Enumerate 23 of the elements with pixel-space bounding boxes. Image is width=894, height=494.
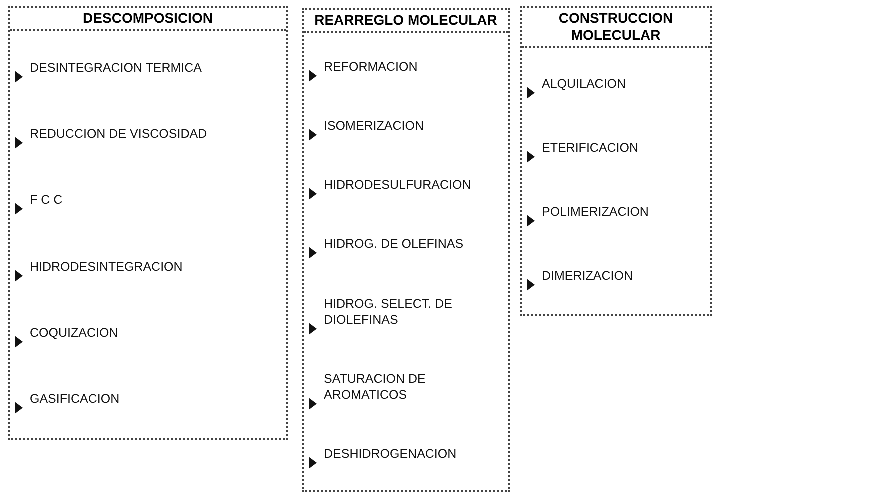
category-panel [302, 8, 510, 492]
panel-heading: REARREGLO MOLECULAR [304, 10, 508, 33]
category-panel [520, 6, 712, 316]
process-name: DIMERIZACION [542, 268, 633, 284]
process-name: HIDRODESINTEGRACION [30, 258, 183, 275]
process-name: DESINTEGRACION TERMICA [30, 60, 202, 76]
process-name: HIDROG. DE OLEFINAS [324, 236, 464, 252]
process-name: DESHIDROGENACION [324, 446, 457, 462]
process-name: REFORMACION [324, 58, 418, 75]
process-name: POLIMERIZACION [542, 204, 649, 220]
process-name: COQUIZACION [30, 324, 118, 341]
process-name: GASIFICACION [30, 390, 120, 407]
process-name: HIDRODESULFURACION [324, 177, 472, 194]
process-name: ETERIFICACION [542, 140, 639, 156]
category-panel [8, 6, 288, 440]
process-name: F C C [30, 192, 63, 208]
process-name: SATURACION DE AROMATICOS [324, 371, 427, 404]
process-name: HIDROG. SELECT. DE DIOLEFINAS [324, 296, 454, 328]
panel-heading: DESCOMPOSICION [10, 8, 286, 31]
panel-heading: CONSTRUCCION MOLECULAR [522, 8, 710, 48]
process-name: ALQUILACION [542, 76, 626, 92]
process-name: REDUCCION DE VISCOSIDAD [30, 126, 208, 142]
process-name: ISOMERIZACION [324, 118, 424, 134]
